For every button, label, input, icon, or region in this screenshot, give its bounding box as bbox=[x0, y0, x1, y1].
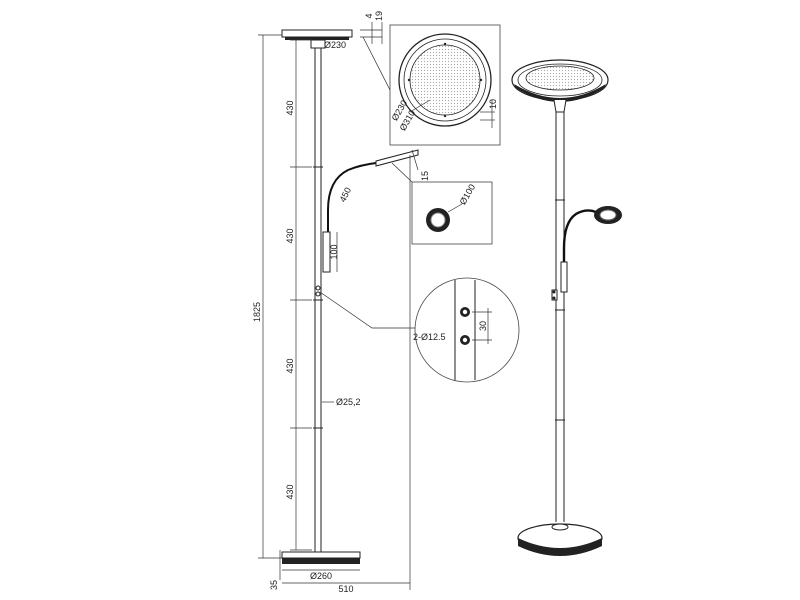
p-reading-lens bbox=[599, 209, 617, 221]
reading-head bbox=[375, 149, 419, 167]
segment-2-label: 430 bbox=[285, 228, 295, 243]
base-top bbox=[281, 551, 361, 559]
p-flex-arm bbox=[562, 209, 597, 288]
head-mesh-diffuser bbox=[409, 44, 481, 116]
switch-detail: 30 2-Ø12.5 bbox=[413, 277, 520, 383]
switch-knob-1 bbox=[315, 285, 321, 291]
screw-left bbox=[407, 78, 411, 82]
p-base-collar bbox=[551, 523, 569, 531]
reading-detail-box bbox=[411, 181, 493, 245]
segment-1-label: 430 bbox=[285, 100, 295, 115]
switch-knob-2 bbox=[315, 291, 321, 297]
reading-light-detail: Ø100 bbox=[411, 181, 493, 245]
p-head-neck bbox=[553, 99, 567, 113]
p-switch bbox=[551, 289, 558, 301]
reading-offset-label: 15 bbox=[420, 171, 430, 181]
p-head-underside bbox=[514, 84, 606, 102]
arm-base-sleeve bbox=[322, 231, 331, 273]
reading-light-lens bbox=[430, 212, 446, 228]
p-head-mesh bbox=[525, 65, 595, 91]
arm-lower-label: 100 bbox=[329, 244, 339, 259]
switch-detail-circle bbox=[414, 277, 520, 383]
switch-hole-lower-inner bbox=[462, 337, 468, 343]
head-detail: Ø230 Ø310 10 bbox=[390, 24, 501, 146]
head-gap-b-label: 19 bbox=[374, 11, 384, 21]
flex-arm bbox=[327, 162, 377, 270]
switch-holes-label: 2-Ø12.5 bbox=[413, 332, 446, 342]
screw-right bbox=[479, 78, 483, 82]
segment-4-label: 430 bbox=[285, 484, 295, 499]
total-width-label: 510 bbox=[338, 584, 353, 594]
base-bottom bbox=[282, 558, 360, 564]
head-dia-label: Ø230 bbox=[324, 40, 346, 50]
reading-detail-leader bbox=[391, 162, 413, 183]
head-collar bbox=[310, 39, 326, 49]
head-gap-a-label: 4 bbox=[364, 13, 374, 18]
total-height-label: 1825 bbox=[252, 302, 262, 322]
switch-spacing-label: 30 bbox=[478, 321, 488, 331]
reading-dia-leader bbox=[447, 203, 463, 213]
base-dia-label: Ø260 bbox=[310, 571, 332, 581]
p-switch-dot-2 bbox=[552, 296, 556, 300]
arm-length-label: 450 bbox=[338, 186, 354, 204]
switch-detail-leader bbox=[319, 291, 418, 329]
perspective-lamp bbox=[511, 59, 622, 556]
screw-bottom bbox=[443, 114, 447, 118]
p-switch-dot-1 bbox=[552, 290, 556, 294]
screw-top bbox=[443, 42, 447, 46]
head-underside bbox=[285, 37, 349, 40]
switch-hole-upper-inner bbox=[462, 309, 468, 315]
head-dia-leader-detail bbox=[409, 99, 431, 113]
pole-dia-label: Ø25,2 bbox=[336, 397, 361, 407]
p-base-side bbox=[518, 538, 602, 556]
detail-head-depth-label: 10 bbox=[488, 99, 498, 109]
base-height-label: 35 bbox=[269, 580, 279, 590]
segment-3-label: 430 bbox=[285, 358, 295, 373]
p-arm-sleeve bbox=[560, 261, 568, 293]
reading-offset-leader bbox=[411, 149, 419, 171]
head-disc bbox=[281, 29, 353, 38]
